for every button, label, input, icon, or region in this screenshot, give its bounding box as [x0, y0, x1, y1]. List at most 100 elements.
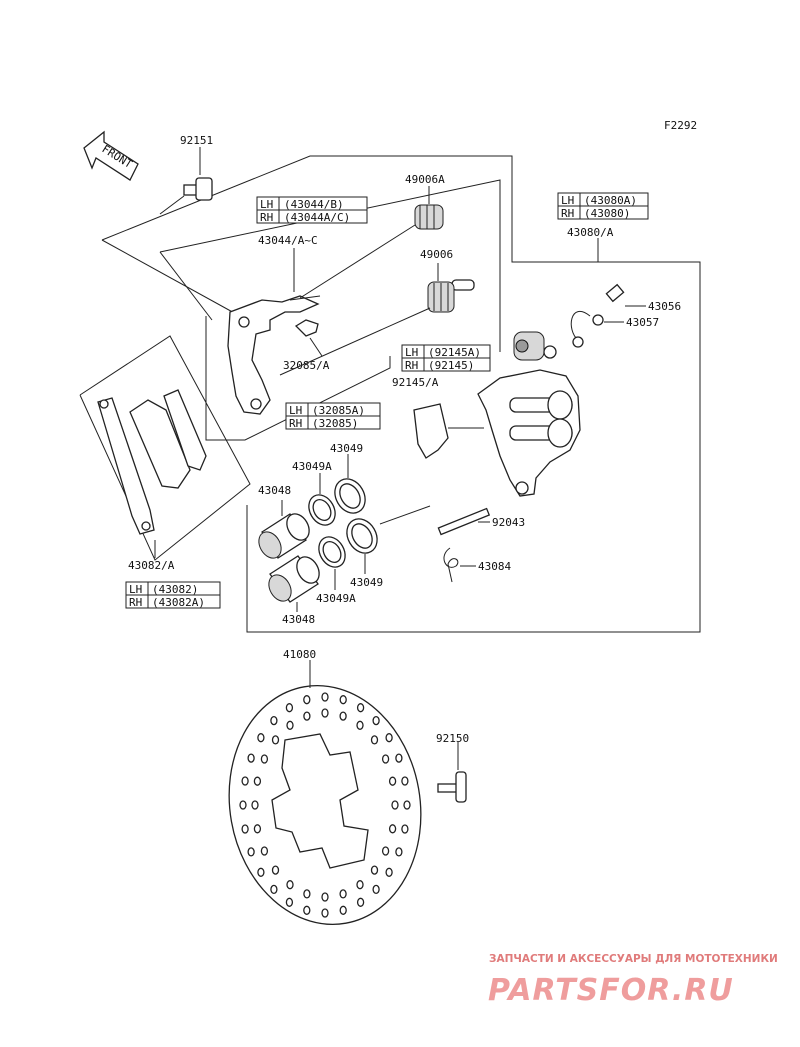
disc-hole — [401, 776, 409, 786]
disc-hole — [270, 715, 278, 726]
label-49006: 49006 — [420, 248, 453, 261]
disc-hole — [321, 892, 329, 902]
disc-hole — [239, 800, 247, 810]
disc-hole — [321, 908, 329, 918]
svg-text:(32085): (32085) — [312, 417, 358, 430]
disc-hole — [388, 824, 397, 834]
disc-hole — [356, 703, 365, 713]
disc-hole — [286, 720, 294, 730]
svg-text:(43082): (43082) — [152, 583, 198, 596]
boot-49006 — [279, 263, 475, 376]
disc-hole — [321, 692, 329, 702]
svg-text:(43044A/C): (43044A/C) — [284, 211, 350, 224]
disc-hole — [285, 897, 294, 907]
disc-hole — [260, 754, 269, 764]
disc-hole — [260, 846, 269, 856]
disc-bolt-92150 — [437, 742, 467, 803]
caliper-body-43080 — [477, 331, 581, 497]
label-43049-top: 43049 — [330, 442, 363, 455]
disc-hole — [356, 880, 364, 890]
disc-hole — [388, 776, 397, 786]
disc-hole — [241, 824, 249, 834]
table-43044: LH (43044/B) RH (43044A/C) — [256, 196, 368, 224]
brake-pads-43082 — [97, 389, 207, 535]
disc-hole — [241, 776, 249, 786]
disc-hole — [381, 754, 390, 764]
table-43082: LH (43082) RH (43082A) — [125, 581, 221, 609]
disc-hole — [286, 880, 294, 890]
label-43056: 43056 — [648, 300, 681, 313]
label-92043: 92043 — [492, 516, 525, 529]
svg-text:(43044/B): (43044/B) — [284, 198, 344, 211]
disc-hole — [372, 715, 380, 726]
table-43080: LH (43080A) RH (43080) — [557, 192, 649, 220]
disc-hole — [372, 884, 380, 895]
disc-hole — [253, 824, 262, 834]
disc-hole — [251, 800, 259, 810]
disc-hole — [303, 905, 311, 915]
label-43057: 43057 — [626, 316, 659, 329]
label-43082: 43082/A — [128, 559, 175, 572]
svg-text:(43080): (43080) — [584, 207, 630, 220]
disc-hole — [381, 846, 390, 856]
svg-text:LH: LH — [405, 346, 418, 359]
label-43080: 43080/A — [567, 226, 614, 239]
label-41080: 41080 — [283, 648, 316, 661]
figure-code: F2292 — [664, 119, 697, 132]
disc-hole — [339, 889, 347, 899]
disc-hole — [370, 735, 379, 745]
disc-hole — [285, 703, 294, 713]
disc-hole — [303, 695, 311, 705]
clip-43084 — [443, 547, 476, 583]
label-43049-bot: 43049 — [350, 576, 383, 589]
svg-text:RH: RH — [260, 211, 273, 224]
watermark: ЗАПЧАСТИ И АКСЕССУАРЫ ДЛЯ МОТОТЕХНИКИ PA… — [488, 953, 778, 1008]
label-43044: 43044/A~C — [258, 234, 318, 247]
disc-hole — [385, 733, 393, 743]
bolt-92151 — [159, 147, 213, 215]
svg-text:RH: RH — [129, 596, 142, 609]
disc-hole — [339, 905, 347, 915]
disc-hole — [247, 847, 255, 857]
disc-hole — [385, 867, 393, 877]
label-43048-bot: 43048 — [282, 613, 315, 626]
seal-43049-upper — [334, 478, 366, 514]
disc-hole — [395, 847, 403, 857]
svg-text:LH: LH — [561, 194, 574, 207]
disc-hole — [303, 889, 311, 899]
pad-spring-32085 — [294, 319, 323, 357]
disc-hole — [356, 720, 364, 730]
disc-hole — [247, 753, 255, 763]
piston-43048-upper — [258, 513, 310, 559]
disc-hole — [270, 884, 278, 895]
table-92145: LH (92145A) RH (92145) — [401, 344, 491, 372]
disc-hole — [339, 711, 347, 721]
seal-43049A-lower — [318, 536, 346, 568]
svg-text:RH: RH — [561, 207, 574, 220]
disc-hole — [356, 897, 365, 907]
disc-hole — [271, 865, 280, 875]
piston-43048-lower — [268, 555, 320, 603]
label-92145: 92145/A — [392, 376, 439, 389]
front-arrow-icon: FRONT — [83, 130, 139, 181]
disc-hole — [321, 708, 329, 718]
pad-pin-92043 — [437, 507, 491, 536]
svg-text:(92145A): (92145A) — [428, 346, 481, 359]
disc-hole — [401, 824, 409, 834]
pad-spring-92145 — [413, 403, 484, 459]
svg-text:PARTSFOR.RU: PARTSFOR.RU — [488, 973, 734, 1008]
disc-hole — [303, 711, 311, 721]
label-43049A-top: 43049A — [292, 460, 332, 473]
disc-hole — [395, 753, 403, 763]
svg-text:(92145): (92145) — [428, 359, 474, 372]
svg-text:(43082A): (43082A) — [152, 596, 205, 609]
label-92151: 92151 — [180, 134, 213, 147]
svg-text:LH: LH — [260, 198, 273, 211]
svg-text:RH: RH — [289, 417, 302, 430]
caliper-bracket-43044 — [227, 295, 321, 415]
svg-text:LH: LH — [129, 583, 142, 596]
seal-43049A-upper — [308, 494, 336, 526]
disc-hole — [257, 733, 265, 743]
table-32085: LH (32085A) RH (32085) — [285, 402, 381, 430]
